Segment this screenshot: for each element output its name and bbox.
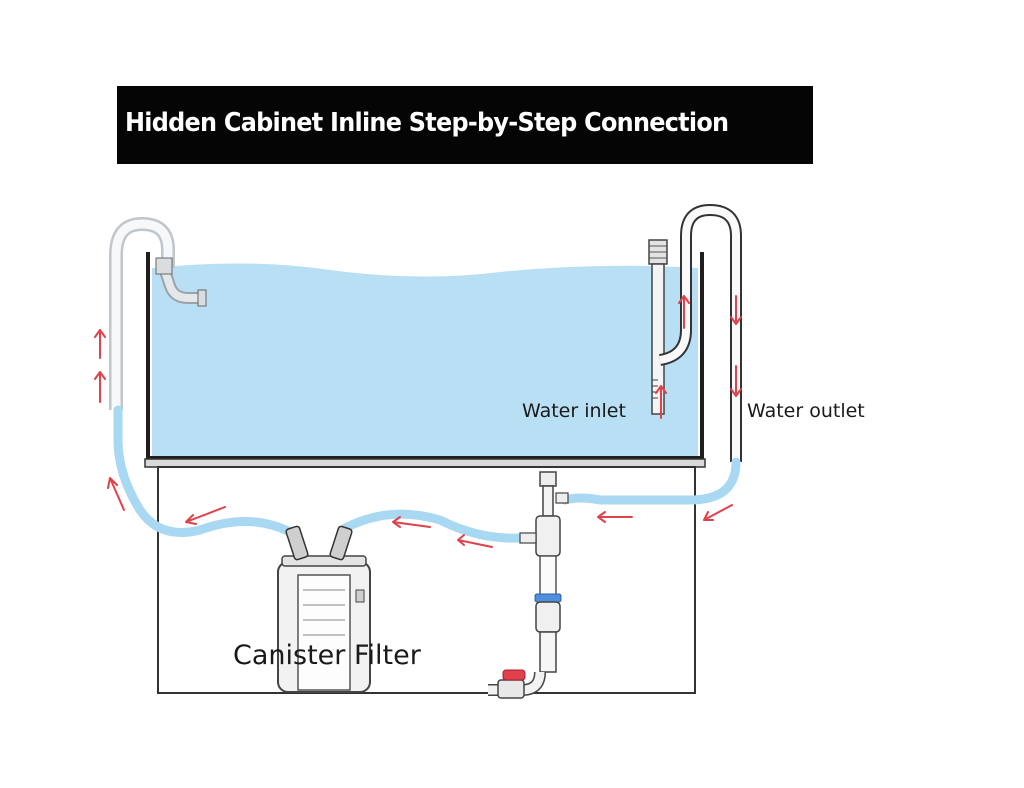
water-outlet-label: Water outlet — [747, 400, 865, 422]
outflow-pipe-icon — [658, 203, 742, 462]
flow-arrow-icon — [703, 504, 733, 521]
flow-arrow-icon — [94, 371, 106, 403]
diagram-title: Hidden Cabinet Inline Step-by-Step Conne… — [125, 108, 729, 138]
flow-arrow-icon — [678, 295, 690, 329]
water-inlet-label: Water inlet — [522, 400, 626, 422]
flow-arrow-icon — [655, 385, 667, 419]
cabinet-top — [144, 458, 706, 468]
hose-filter-inlet — [340, 509, 525, 543]
flow-arrow-icon — [185, 506, 226, 525]
coupling-ring — [534, 593, 562, 603]
flow-arrow-icon — [107, 477, 125, 511]
tank-water — [152, 263, 698, 456]
flow-arrow-icon — [597, 511, 633, 523]
inline-device-icon — [488, 471, 569, 696]
ball-valve-icon — [497, 669, 526, 699]
hose-from-outflow — [560, 457, 741, 505]
hose-return — [113, 405, 295, 537]
hose-system — [113, 405, 741, 543]
return-pipe — [109, 216, 207, 410]
tank-frame — [146, 252, 704, 460]
flow-arrows — [94, 295, 742, 548]
flow-arrow-icon — [94, 329, 106, 359]
flow-arrow-icon — [730, 295, 742, 325]
canister-filter-label: Canister Filter — [233, 640, 421, 671]
flow-arrow-icon — [730, 365, 742, 397]
cabinet — [157, 466, 696, 694]
intake-strainer-icon — [648, 239, 668, 415]
canister-filter-icon — [277, 525, 371, 693]
flow-arrow-icon — [457, 534, 493, 548]
flow-arrow-icon — [392, 516, 431, 528]
title-banner: Hidden Cabinet Inline Step-by-Step Conne… — [117, 86, 813, 164]
